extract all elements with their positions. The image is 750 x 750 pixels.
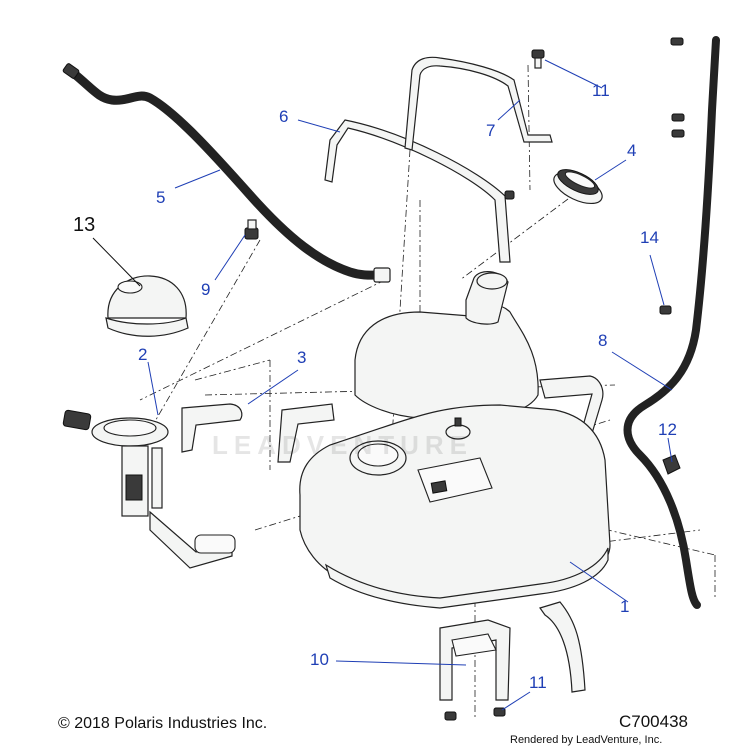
callout-1[interactable]: 1: [620, 597, 630, 616]
locking-ring-4: [553, 169, 603, 205]
copyright-text: © 2018 Polaris Industries Inc.: [58, 715, 268, 732]
callout-2[interactable]: 2: [138, 345, 148, 364]
callout-11-top[interactable]: 11: [592, 81, 610, 100]
bracket-10: [439, 619, 511, 701]
callout-8[interactable]: 8: [598, 331, 608, 350]
watermark-text: LEADVENTURE: [212, 430, 474, 460]
callout-6[interactable]: 6: [279, 107, 289, 126]
callout-13[interactable]: 13: [73, 214, 96, 236]
fuel-hose-5: [62, 63, 391, 283]
callout-14[interactable]: 14: [640, 228, 659, 247]
tank-cap-13: [105, 275, 189, 337]
rendered-by-text: Rendered by LeadVenture, Inc.: [510, 734, 663, 746]
fuel-tank-1: [299, 271, 611, 609]
fuel-pump-2: [62, 409, 236, 569]
strap-6: [324, 119, 511, 263]
leader-lines: [92, 59, 673, 711]
fitting-9: [244, 219, 259, 240]
callout-4[interactable]: 4: [627, 141, 637, 160]
diagram-part-code: C700438: [619, 712, 689, 731]
callout-11-bottom[interactable]: 11: [529, 673, 547, 692]
strap-7: [404, 56, 553, 151]
vent-hose-8: [623, 36, 720, 609]
callout-10[interactable]: 10: [310, 650, 329, 669]
callout-3[interactable]: 3: [297, 348, 307, 367]
callout-5[interactable]: 5: [156, 188, 166, 207]
callout-12[interactable]: 12: [658, 420, 677, 439]
screw-11-top: [504, 49, 545, 200]
callout-9[interactable]: 9: [201, 280, 211, 299]
callout-7[interactable]: 7: [486, 121, 496, 140]
screws-14: [659, 37, 685, 315]
